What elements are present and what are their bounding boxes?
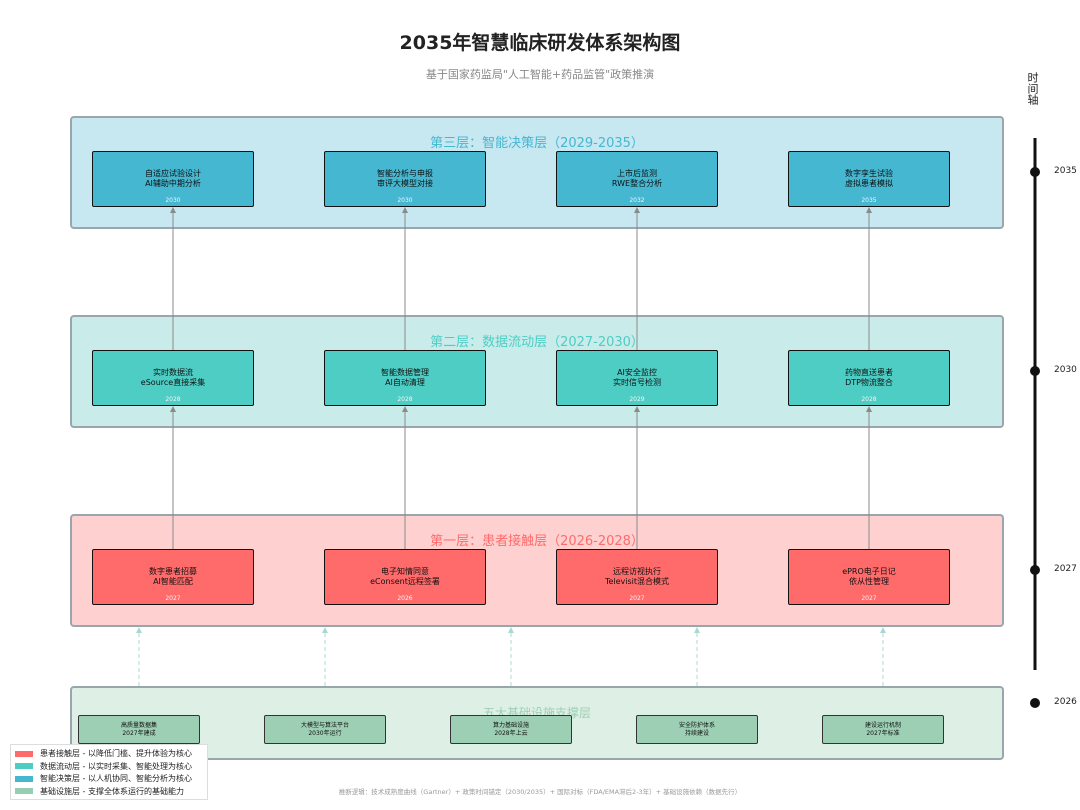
card-adaptive-trial-design[interactable]: 自适应试验设计 AI辅助中期分析 2030 [92,151,254,207]
card-year: 2028 [165,396,181,403]
card-line2: eSource直接采集 [140,378,206,387]
timeline-tick: 2035 [1054,166,1077,176]
card-year: 2028 [397,396,413,403]
card-line1: 数字患者招募 [149,567,197,576]
layer-title: 第二层：数据流动层（2027-2030） [430,335,644,350]
legend: 患者接触层 - 以降低门槛、提升体验为核心 数据流动层 - 以实时采集、智能处理… [10,744,208,800]
card-econsent[interactable]: 电子知情同意 eConsent远程签署 2026 [324,549,486,605]
legend-swatch [15,788,33,794]
infra-card-line1: 建设运行机制 [864,722,901,729]
card-line1: 智能分析与申报 [377,169,433,178]
card-line1: 数字孪生试验 [845,169,893,178]
card-line2: 审评大模型对接 [377,179,433,188]
card-line1: AI安全监控 [617,368,657,377]
timeline-tick: 2027 [1054,564,1077,574]
legend-item: 数据流动层 - 以实时采集、智能处理为核心 [15,761,203,774]
layer-title: 第一层：患者接触层（2026-2028） [430,534,644,549]
card-line1: 实时数据流 [153,368,193,377]
legend-label: 患者接触层 - 以降低门槛、提升体验为核心 [40,749,192,758]
infra-card-datasets[interactable]: 高质量数据集 2027年建成 [78,715,200,744]
timeline-dot-2035 [1030,167,1040,177]
infra-card-line2: 2028年上云 [494,730,528,737]
card-line2: eConsent远程签署 [370,577,440,586]
card-line1: 远程访视执行 [613,567,661,576]
card-line1: ePRO电子日记 [842,567,896,576]
card-digital-twin-trial[interactable]: 数字孪生试验 虚拟患者模拟 2035 [788,151,950,207]
card-line1: 药物直送患者 [845,368,893,377]
card-year: 2027 [629,595,645,602]
card-intelligent-data-management[interactable]: 智能数据管理 AI自动清理 2028 [324,350,486,406]
card-ai-safety-monitoring[interactable]: AI安全监控 实时信号检测 2029 [556,350,718,406]
legend-label: 数据流动层 - 以实时采集、智能处理为核心 [40,761,192,771]
infra-card-line2: 持续建设 [684,730,709,737]
legend-label: 基础设施层 - 支撑全体系运行的基础能力 [40,786,184,796]
legend-item: 基础设施层 - 支撑全体系运行的基础能力 [15,786,203,799]
infra-card-line1: 算力基础设施 [492,722,529,729]
card-line2: 虚拟患者模拟 [845,179,893,188]
card-line1: 智能数据管理 [381,368,429,377]
infra-card-line1: 安全防护体系 [678,722,715,729]
card-intelligent-analysis-submission[interactable]: 智能分析与申报 审评大模型对接 2030 [324,151,486,207]
infra-card-line1: 大模型与算法平台 [300,722,349,729]
card-line2: Televisit混合模式 [604,577,670,586]
card-line2: RWE整合分析 [611,179,663,188]
card-year: 2029 [629,396,645,403]
infra-card-compute[interactable]: 算力基础设施 2028年上云 [450,715,572,744]
timeline-dot-2030 [1030,366,1040,376]
card-year: 2035 [861,197,877,204]
timeline-title: 时间轴 [1026,72,1039,105]
card-epro-diary[interactable]: ePRO电子日记 依从性管理 2027 [788,549,950,605]
card-line2: AI自动清理 [385,378,425,387]
card-line1: 上市后监测 [617,169,657,178]
layer-title: 第三层：智能决策层（2029-2035） [430,136,644,151]
card-year: 2028 [861,396,877,403]
card-year: 2027 [861,595,877,602]
card-line2: 实时信号检测 [613,378,661,387]
card-realtime-data-stream[interactable]: 实时数据流 eSource直接采集 2028 [92,350,254,406]
diagram-subtitle: 基于国家药监局"人工智能+药品监管"政策推演 [425,68,655,81]
legend-swatch [15,750,33,757]
card-line2: 依从性管理 [849,577,889,586]
card-year: 2026 [397,595,413,602]
legend-swatch [15,775,33,782]
infra-card-line1: 高质量数据集 [120,722,157,729]
card-line2: AI辅助中期分析 [145,179,201,188]
card-line1: 自适应试验设计 [145,169,201,178]
infra-card-security[interactable]: 安全防护体系 持续建设 [636,715,758,744]
timeline-dot-2027 [1030,565,1040,575]
card-year: 2032 [629,197,645,204]
legend-item: 智能决策层 - 以人机协同、智能分析为核心 [15,773,203,786]
infra-card-mechanism[interactable]: 建设运行机制 2027年标准 [822,715,944,744]
legend-label: 智能决策层 - 以人机协同、智能分析为核心 [40,774,192,783]
card-year: 2030 [397,197,413,204]
card-line2: AI智能匹配 [153,577,193,586]
timeline-tick: 2030 [1054,365,1077,375]
card-direct-to-patient[interactable]: 药物直送患者 DTP物流整合 2028 [788,350,950,406]
card-line2: DTP物流整合 [845,378,893,387]
legend-swatch [15,763,33,769]
card-post-market-monitoring[interactable]: 上市后监测 RWE整合分析 2032 [556,151,718,207]
timeline-dot-2026 [1030,698,1040,708]
legend-item: 患者接触层 - 以降低门槛、提升体验为核心 [15,748,203,761]
footnote: 推断逻辑：技术成熟度曲线（Gartner）+ 政策时间锚定（2030/2035）… [338,788,742,796]
diagram-title: 2035年智慧临床研发体系架构图 [399,32,681,54]
infra-card-line2: 2027年建成 [122,730,156,737]
card-year: 2030 [165,197,181,204]
infra-card-model-platform[interactable]: 大模型与算法平台 2030年运行 [264,715,386,744]
card-line1: 电子知情同意 [381,567,429,576]
infra-card-line2: 2027年标准 [866,730,900,737]
card-remote-visit[interactable]: 远程访视执行 Televisit混合模式 2027 [556,549,718,605]
card-year: 2027 [165,595,181,602]
infra-card-line2: 2030年运行 [308,730,342,737]
card-digital-patient-recruitment[interactable]: 数字患者招募 AI智能匹配 2027 [92,549,254,605]
timeline-tick: 2026 [1054,697,1077,707]
